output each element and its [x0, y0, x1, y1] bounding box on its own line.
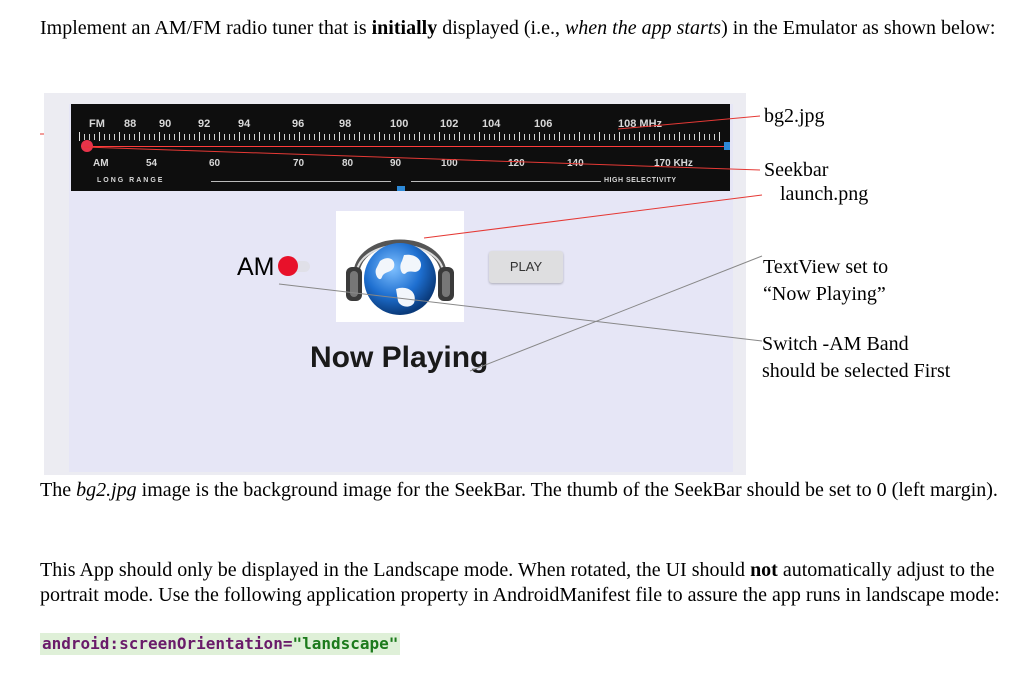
am-switch-label: AM — [237, 253, 275, 281]
long-range-label: LONG RANGE — [97, 177, 165, 184]
seekbar-thumb[interactable] — [81, 140, 93, 152]
code-value: "landscape" — [292, 634, 399, 653]
seekbar-pointer-line — [83, 146, 761, 171]
dial-major-ticks — [79, 132, 722, 141]
seekbar-annotation: Seekbar — [764, 159, 829, 181]
play-button[interactable]: PLAY — [489, 251, 563, 283]
para-text: The — [40, 479, 77, 501]
am-mark: 60 — [209, 158, 221, 169]
textview-annotation-line1: TextView set to — [763, 256, 889, 278]
am-mark: 100 — [441, 158, 458, 169]
am-mark: 80 — [342, 158, 354, 169]
fm-mark: 96 — [292, 118, 305, 130]
launch-annotation: launch.png — [780, 183, 869, 205]
dial-divider — [211, 181, 391, 182]
intro-text: ) in the Emulator as shown below: — [721, 17, 996, 39]
textview-pointer-line — [469, 255, 763, 372]
bg-annotation: bg2.jpg — [764, 105, 825, 127]
code-attribute: android:screenOrientation= — [42, 634, 293, 653]
now-playing-textview: Now Playing — [310, 341, 489, 374]
dial-indicator — [397, 186, 405, 191]
high-selectivity-label: HIGH SELECTIVITY — [604, 177, 677, 184]
intro-bold: initially — [371, 17, 438, 39]
seekbar-paragraph: The bg2.jpg image is the background imag… — [40, 478, 1000, 503]
fm-mark: 98 — [339, 118, 352, 130]
seekbar-end-handle — [724, 142, 730, 150]
para-italic: bg2.jpg — [76, 479, 137, 501]
am-mark: 120 — [508, 158, 525, 169]
para-text: image is the background image for the Se… — [136, 479, 998, 501]
fm-mark: 108 MHz — [618, 118, 663, 130]
fm-mark: 88 — [124, 118, 137, 130]
fm-mark: 100 — [390, 118, 409, 130]
fm-mark: 92 — [198, 118, 211, 130]
landscape-paragraph: This App should only be displayed in the… — [40, 558, 1000, 608]
launch-logo — [336, 211, 464, 322]
bg-pointer-line — [617, 115, 761, 130]
am-mark: 70 — [293, 158, 305, 169]
intro-text: Implement an AM/FM radio tuner that is — [40, 17, 372, 39]
fm-label: FM — [89, 118, 105, 130]
dial-divider — [411, 181, 601, 182]
am-mark: 54 — [146, 158, 158, 169]
switch-pointer-line — [278, 283, 763, 342]
am-mark: 90 — [390, 158, 402, 169]
switch-annotation-line1: Switch -AM Band — [762, 333, 909, 355]
fm-mark: 94 — [238, 118, 251, 130]
intro-paragraph: Implement an AM/FM radio tuner that is i… — [40, 16, 1000, 41]
fm-mark: 106 — [534, 118, 553, 130]
radio-dial-background: FM 88 90 92 94 96 98 100 102 104 106 108… — [71, 104, 730, 191]
fm-mark: 102 — [440, 118, 459, 130]
intro-text: displayed (i.e., — [437, 17, 565, 39]
para-text: This App should only be displayed in the… — [40, 559, 751, 581]
am-switch-thumb[interactable] — [278, 256, 298, 276]
switch-annotation-line2: should be selected First — [762, 360, 951, 382]
intro-italic: when the app starts — [564, 17, 722, 39]
para-bold: not — [750, 559, 778, 581]
para-text: automatically adjust to the portrait mod… — [40, 559, 1000, 606]
manifest-code-snippet: android:screenOrientation="landscape" — [40, 633, 401, 655]
seekbar-track[interactable] — [81, 146, 724, 147]
am-scale-label: AM — [93, 158, 109, 169]
am-mark: 170 KHz — [654, 158, 693, 169]
textview-annotation-line2: “Now Playing” — [763, 283, 886, 305]
launch-pointer-line — [423, 194, 763, 239]
fm-mark: 90 — [159, 118, 172, 130]
headphones-globe-icon — [346, 239, 454, 315]
fm-mark: 104 — [482, 118, 501, 130]
